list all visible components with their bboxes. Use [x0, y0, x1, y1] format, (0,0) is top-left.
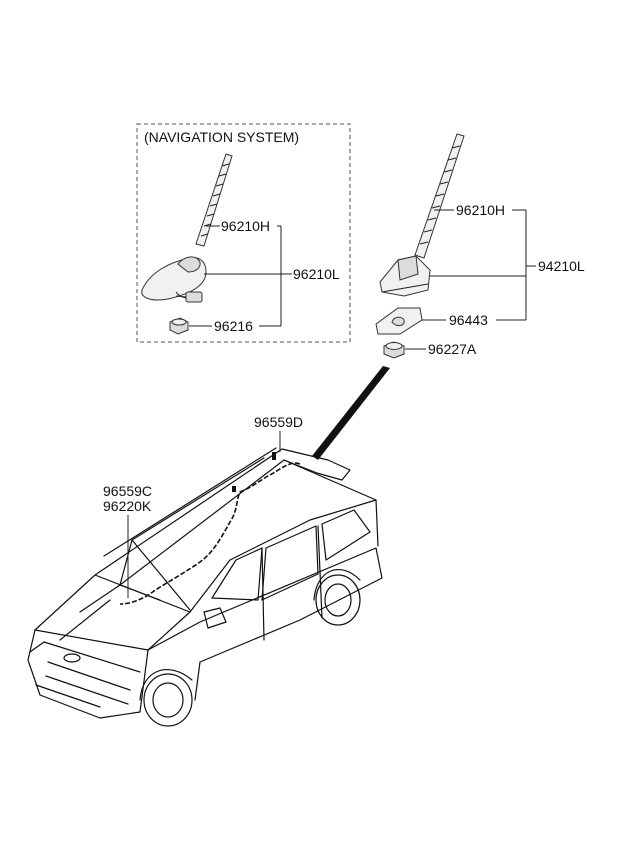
- std-antenna-base: [379, 255, 431, 297]
- nav-antenna-base: [141, 256, 207, 303]
- label-96559D: 96559D: [254, 414, 303, 430]
- antenna-cable: [119, 452, 301, 605]
- vehicle-outline: [27, 447, 383, 727]
- std-antenna-nut: [383, 341, 405, 359]
- navigation-system-box: [136, 123, 351, 343]
- std-antenna-rod: [414, 133, 465, 259]
- label-std-96227A: 96227A: [428, 341, 477, 357]
- navigation-system-title: (NAVIGATION SYSTEM): [144, 129, 299, 145]
- std-antenna-pad: [375, 307, 423, 335]
- location-pointer: [312, 366, 390, 460]
- label-std-96443: 96443: [449, 312, 488, 328]
- label-nav-96210H: 96210H: [221, 218, 270, 234]
- label-std-96210H: 96210H: [456, 202, 505, 218]
- label-96559C: 96559C: [103, 483, 152, 499]
- nav-antenna-rod: [195, 153, 233, 247]
- nav-nut: [169, 317, 189, 335]
- label-std-94210L: 94210L: [538, 258, 585, 274]
- label-nav-96210L: 96210L: [293, 266, 340, 282]
- label-96220K: 96220K: [103, 498, 152, 514]
- label-nav-96216: 96216: [214, 318, 253, 334]
